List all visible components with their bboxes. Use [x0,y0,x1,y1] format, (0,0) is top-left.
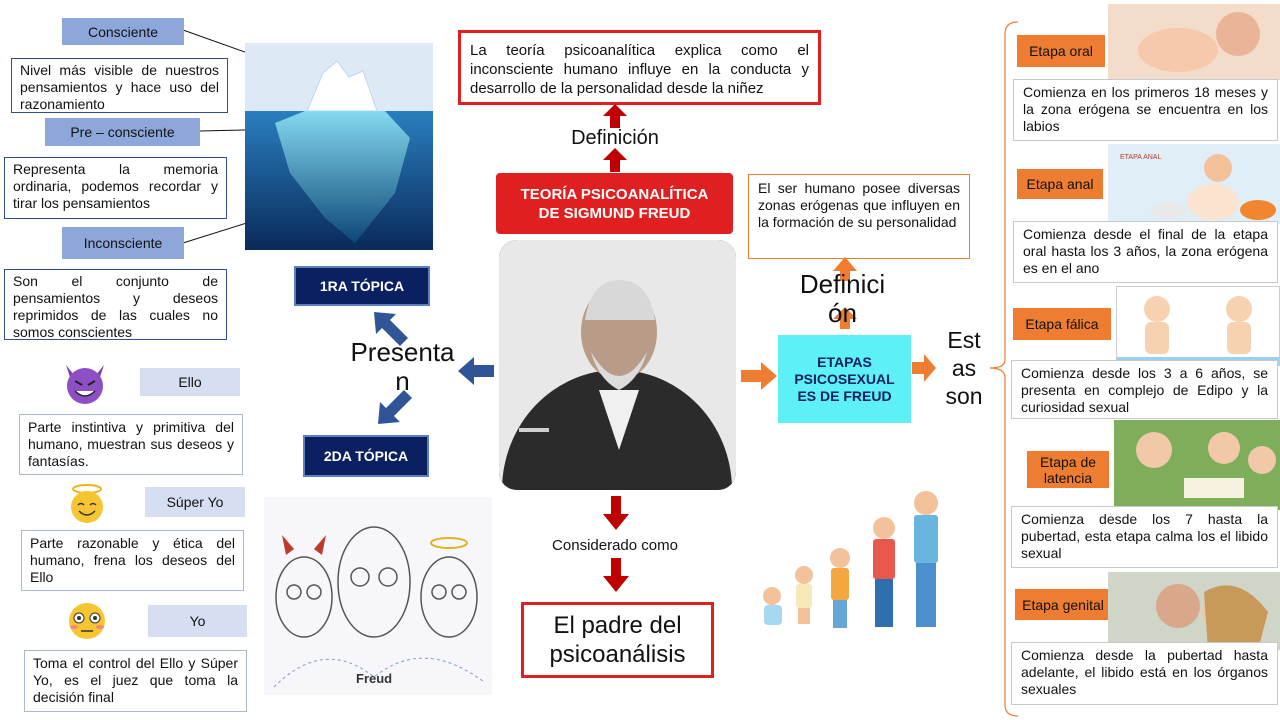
iceberg-image [245,43,433,250]
inconsciente-label: Inconsciente [62,227,184,259]
yo-description: Toma el control del Ello y Súper Yo, es … [24,650,247,712]
freud-caption: Freud [356,671,392,686]
etapa-latencia-photo [1114,420,1280,510]
freud-portrait [499,240,736,490]
etapas-title-box: ETAPAS PSICOSEXUAL ES DE FREUD [778,335,911,423]
up-arrows-icon [603,104,627,172]
topica2-button: 2DA TÓPICA [303,435,429,477]
etapa-anal-photo-caption: ETAPA ANAL [1120,154,1162,161]
etapa-latencia-description: Comienza desde los 7 hasta la pubertad, … [1011,506,1278,568]
etapa-genital-photo [1108,572,1280,650]
ello-description: Parte instintiva y primitiva del humano,… [19,414,243,475]
down-arrows-icon [603,496,629,592]
etapa-falica-photo [1116,286,1280,366]
etapa-oral-description: Comienza en los primeros 18 meses y la z… [1013,79,1278,141]
etapa-genital-description: Comienza desde la pubertad hasta adelant… [1011,642,1278,705]
up-left-arrow-icon [374,312,408,346]
consciente-description: Nivel más visible de nuestros pensamient… [11,58,228,113]
etapa-falica-label: Etapa fálica [1013,308,1111,340]
definition-box: La teoría psicoanalítica explica como el… [458,30,821,105]
etapa-oral-photo [1108,4,1280,80]
superyo-description: Parte razonable y ética del humano, fren… [21,530,244,591]
estas-son-label: Est as son [945,327,983,409]
definicion-label: Definición [571,127,659,149]
theory-title: TEORÍA PSICOANALÍTICA DE SIGMUND FREUD [496,173,733,234]
freud-faces-drawing: Freud [264,497,492,695]
etapa-latencia-label: Etapa de latencia [1027,451,1109,488]
etapa-anal-photo: ETAPA ANAL [1108,144,1280,224]
etapa-anal-description: Comienza desde el final de la etapa oral… [1013,221,1278,283]
left-arrow-icon [458,357,494,385]
inconsciente-description: Son el conjunto de pensamientos y deseos… [4,269,227,340]
consciente-label: Consciente [62,18,184,45]
orange-right-arrow-small-icon [912,354,936,382]
child-growth-illustration [752,488,952,630]
flushed-emoji-icon [62,600,112,642]
definicion2-label: Definici ón [799,270,886,328]
ello-label: Ello [140,368,240,396]
superyo-label: Súper Yo [145,487,245,517]
angel-emoji-icon [63,483,111,525]
preconsciente-description: Representa la memoria ordinaria, podemos… [4,157,227,219]
etapa-falica-description: Comienza desde los 3 a 6 años, se presen… [1011,360,1278,419]
padre-box: El padre del psicoanálisis [521,602,714,678]
devil-emoji-icon [60,361,110,405]
etapa-oral-label: Etapa oral [1017,35,1105,67]
topica1-button: 1RA TÓPICA [294,266,430,306]
etapa-genital-label: Etapa genital [1015,589,1111,620]
down-left-arrow-icon [378,390,412,424]
yo-label: Yo [148,605,247,637]
etapa-anal-label: Etapa anal [1017,169,1103,199]
considerado-label: Considerado como [552,537,678,554]
preconsciente-label: Pre – consciente [45,118,200,146]
zonas-erogenas-box: El ser humano posee diversas zonas eróge… [748,174,970,259]
orange-right-arrow-icon [741,362,777,390]
orange-up-arrows-icon [833,257,857,329]
